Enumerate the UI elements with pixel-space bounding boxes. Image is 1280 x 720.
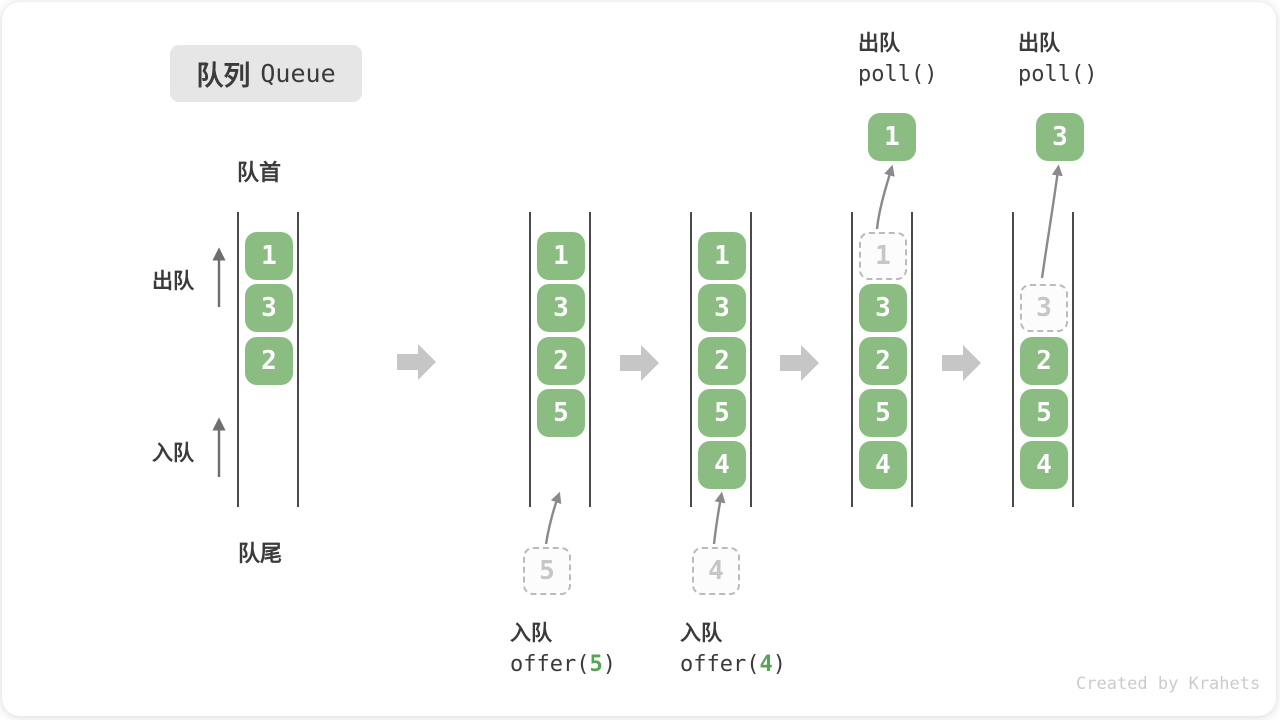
flow-right-arrow-icon [397,344,436,380]
queue-rear-label: 队尾 [238,542,283,567]
watermark: Created by Krahets [1076,674,1261,694]
queue-element: 2 [1020,337,1068,385]
queue-element: 5 [1020,389,1068,437]
queue-wall [589,212,591,507]
queue-element: 3 [537,284,585,332]
enqueue-up-arrow-icon [212,417,226,477]
queue-front-label: 队首 [237,161,282,186]
incoming-element-ghost: 4 [692,547,740,595]
enqueue4-arg: 4 [759,652,773,677]
enqueue4-operation: 入队 offer(4) [680,618,786,682]
queue-wall [1072,212,1074,507]
enqueue4-code: offer(4) [680,652,786,677]
poll1-code: poll() [858,62,938,87]
title-zh: 队列 [196,61,251,92]
flow-right-arrow-icon [780,345,819,381]
enqueue5-arg: 5 [589,652,603,677]
queue-element: 5 [698,389,746,437]
poll2-label: 出队 [1018,31,1060,55]
dequeued-element: 3 [1036,113,1084,161]
enqueue5-code: offer(5) [510,652,616,677]
poll1-operation: 出队 poll() [858,28,937,92]
queue-element: 1 [245,232,293,280]
queue-element: 1 [698,232,746,280]
dequeued-slot-ghost: 3 [1020,284,1068,332]
dequeued-element: 1 [868,113,916,161]
poll2-operation: 出队 poll() [1018,28,1097,92]
queue-element: 2 [537,337,585,385]
queue-wall [750,212,752,507]
queue-wall [237,212,239,507]
queue-element: 2 [698,337,746,385]
queue-element: 5 [859,389,907,437]
flow-right-arrow-icon [620,345,659,381]
incoming-element-ghost: 5 [523,547,571,595]
title-en: Queue [260,59,336,88]
queue-wall [851,212,853,507]
dequeue-curved-arrow-icon [875,164,895,230]
queue-element: 3 [698,284,746,332]
queue-wall [690,212,692,507]
queue-element: 4 [1020,441,1068,489]
enqueue5-label: 入队 [510,621,552,645]
enqueue-label: 入队 [152,441,194,465]
dequeue-up-arrow-icon [212,247,226,307]
poll1-label: 出队 [858,31,900,55]
queue-element: 3 [245,284,293,332]
dequeue-curved-arrow-icon [1040,164,1063,279]
queue-element: 4 [859,441,907,489]
queue-element: 1 [537,232,585,280]
queue-element: 5 [537,389,585,437]
enqueue-curved-arrow-icon [544,491,562,545]
queue-wall [911,212,913,507]
queue-element: 3 [859,284,907,332]
enqueue4-label: 入队 [680,621,722,645]
enqueue-curved-arrow-icon [712,491,726,545]
queue-element: 2 [245,337,293,385]
queue-element: 4 [698,441,746,489]
enqueue5-operation: 入队 offer(5) [510,618,616,682]
queue-wall [297,212,299,507]
flow-right-arrow-icon [942,345,981,381]
queue-wall [1012,212,1014,507]
queue-wall [529,212,531,507]
title-badge: 队列 Queue [170,45,362,102]
dequeue-label: 出队 [152,269,194,293]
poll2-code: poll() [1018,62,1098,87]
queue-element: 2 [859,337,907,385]
dequeued-slot-ghost: 1 [859,232,907,280]
